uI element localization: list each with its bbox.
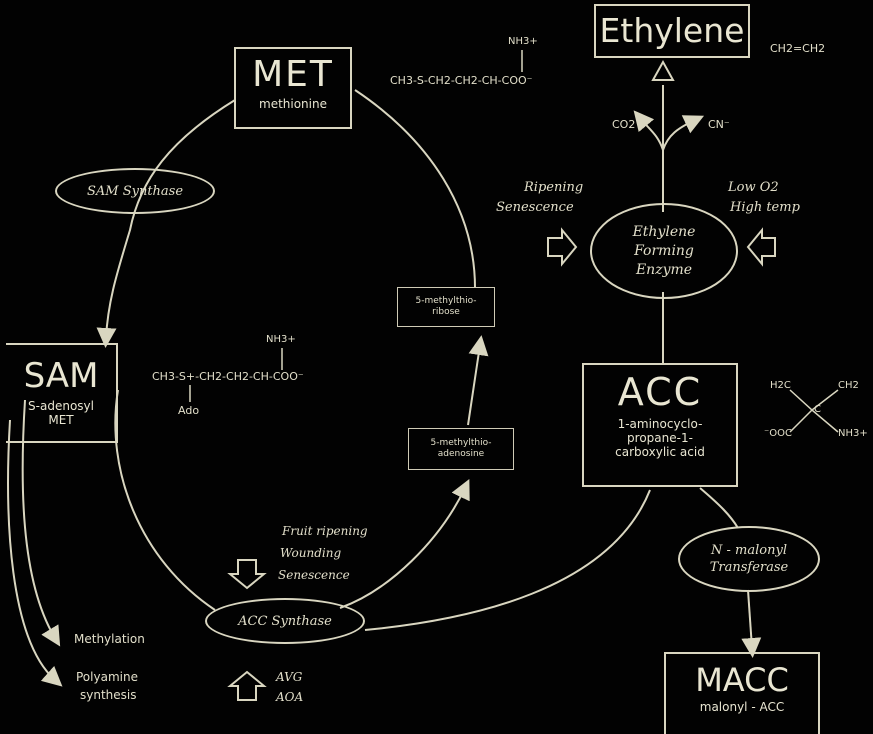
arrow-co2-branch <box>633 110 664 151</box>
acc-subtitle-1: 1-aminocyclo- <box>617 417 703 431</box>
acc-nh3: NH3+ <box>838 428 868 439</box>
macc-title: MACC <box>695 661 789 699</box>
acc-box: ACC 1-aminocyclo- propane-1- carboxylic … <box>582 363 738 487</box>
sam-synthase-label: SAM Synthase <box>86 183 184 199</box>
sam-nh3: NH3+ <box>266 334 296 345</box>
acc-ch2: CH2 <box>838 380 859 391</box>
acc-subtitle-2: propane-1- <box>627 431 693 445</box>
aoa-label: AOA <box>276 690 304 704</box>
avg-label: AVG <box>276 670 303 684</box>
arrow-mtr-to-met <box>354 89 476 289</box>
co2-label: CO2 <box>612 118 636 131</box>
acc-synthase-oval: ACC Synthase <box>205 598 365 644</box>
acc-ring-lines <box>789 389 839 433</box>
mta-label-2: adenosine <box>437 449 485 459</box>
arrow-sam-to-methylation <box>21 399 61 647</box>
low-o2-inhibit-arrow-icon <box>746 227 776 267</box>
sam-title: SAM <box>23 356 99 396</box>
macc-subtitle: malonyl - ACC <box>699 700 785 714</box>
met-nh3: NH3+ <box>508 36 538 47</box>
line-acc-to-malonyl <box>699 487 739 529</box>
arrow-cn-branch <box>662 115 705 151</box>
ethylene-title: Ethylene <box>599 11 745 50</box>
sam-synthase-oval: SAM Synthase <box>55 168 215 214</box>
sam-box: SAM S-adenosyl MET <box>6 343 118 443</box>
ethylene-open-arrowhead <box>651 59 675 81</box>
mta-label-1: 5-methylthio- <box>430 438 492 448</box>
sam-subtitle-2: MET <box>48 413 74 427</box>
arrow-acc-synthase-to-acc <box>364 489 651 631</box>
arrow-malonyl-to-macc <box>741 589 762 658</box>
sam-subtitle-1: S-adenosyl <box>28 399 94 413</box>
mtr-label-2: ribose <box>432 307 460 317</box>
met-formula: CH3-S-CH2-CH2-CH-COO⁻ <box>390 74 533 87</box>
arrow-acc-synthase-to-mta <box>339 478 470 609</box>
wounding-label: Wounding <box>280 546 342 560</box>
malonyl-label-2: Transferase <box>709 560 789 575</box>
acc-h2c: H2C <box>770 380 791 391</box>
acc-synthase-label: ACC Synthase <box>238 613 332 629</box>
wounding-induce-arrow-icon <box>227 559 267 590</box>
polyamine-label-2: synthesis <box>80 688 137 702</box>
cn-label: CN⁻ <box>708 118 730 131</box>
efe-label-3: Enzyme <box>635 261 693 278</box>
ethylene-formula: CH2=CH2 <box>770 42 826 55</box>
efe-label-1: Ethylene <box>632 223 696 240</box>
mtr-label-1: 5-methylthio- <box>415 296 477 306</box>
arrow-mta-to-mtr <box>467 335 489 426</box>
fruit-ripening-label: Fruit ripening <box>282 524 368 538</box>
sam-ado: Ado <box>178 404 200 417</box>
mta-box: 5-methylthio- adenosine <box>408 428 514 470</box>
senescence-label-2: Senescence <box>278 568 350 582</box>
arrow-met-to-sam <box>96 99 236 348</box>
malonyl-transferase-oval: N - malonyl Transferase <box>678 526 820 592</box>
low-o2-label: Low O2 <box>728 180 779 195</box>
avg-inhibit-arrow-icon <box>227 670 267 701</box>
acc-title: ACC <box>617 370 703 414</box>
met-subtitle: methionine <box>259 97 327 111</box>
efe-oval: Ethylene Forming Enzyme <box>590 203 738 299</box>
acc-subtitle-3: carboxylic acid <box>615 445 705 459</box>
acc-c: C <box>814 404 821 415</box>
ripening-induce-arrow-icon <box>547 227 578 267</box>
met-title: MET <box>252 54 334 95</box>
arrow-sam-to-acc-synthase <box>114 389 216 611</box>
macc-box: MACC malonyl - ACC <box>664 652 820 734</box>
met-box: MET methionine <box>234 47 352 129</box>
polyamine-label-1: Polyamine <box>76 670 138 684</box>
acc-coo: ⁻OOC <box>764 428 793 439</box>
sam-formula: CH3-S+-CH2-CH2-CH-COO⁻ <box>152 370 304 383</box>
high-temp-label: High temp <box>730 200 800 215</box>
malonyl-label-1: N - malonyl <box>711 543 787 558</box>
methylation-label: Methylation <box>74 632 145 646</box>
ethylene-box: Ethylene <box>594 4 750 58</box>
mtr-box: 5-methylthio- ribose <box>397 287 495 327</box>
efe-label-2: Forming <box>634 242 694 259</box>
senescence-label: Senescence <box>496 200 574 215</box>
ripening-label: Ripening <box>524 180 584 195</box>
arrow-sam-to-polyamine <box>7 419 63 687</box>
